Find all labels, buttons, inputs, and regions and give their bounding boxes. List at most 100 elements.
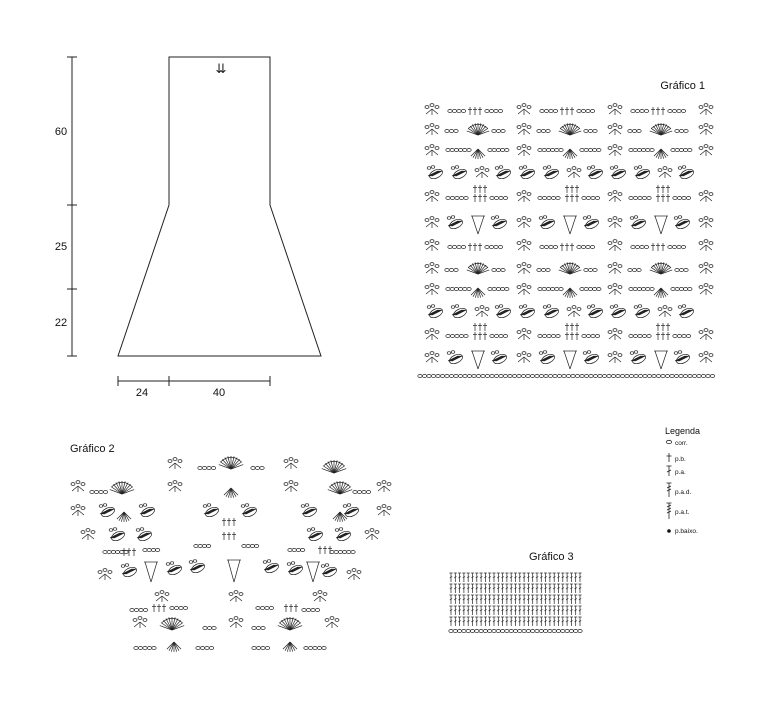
chain-stitches — [491, 129, 506, 133]
double-crochet-stitch — [479, 583, 483, 593]
picot-cluster — [516, 216, 532, 228]
double-crochet-stitch — [458, 594, 462, 604]
picot-cluster — [70, 480, 86, 492]
double-crochet-stitch — [470, 583, 475, 593]
double-crochet-stitch — [496, 572, 500, 582]
picot-cluster — [283, 480, 299, 492]
chain-stitches — [674, 268, 689, 272]
double-crochet-stitch — [483, 594, 487, 604]
shell-fan-stitch — [218, 456, 244, 470]
double-crochet-stitch — [574, 594, 578, 604]
picot-cluster — [516, 283, 532, 295]
single-crochet-stitches — [651, 107, 665, 115]
picot-cluster — [474, 166, 490, 178]
picot-cluster — [154, 590, 170, 602]
chain-stitches — [628, 334, 652, 338]
double-crochet-stitch — [501, 583, 505, 593]
popcorn-cluster — [120, 563, 137, 578]
chain-stitches — [672, 196, 692, 200]
double-crochet-stitch — [535, 583, 539, 593]
garment-outline — [117, 56, 322, 357]
single-crochet-stitches — [560, 107, 574, 115]
popcorn-cluster — [188, 559, 205, 574]
slip-stitch-symbol-icon — [667, 529, 671, 533]
chart-2-title: Gráfico 2 — [70, 443, 115, 455]
double-crochet-stitch — [574, 616, 578, 626]
chain-stitches — [537, 334, 561, 338]
chart-2-stitches — [70, 456, 392, 652]
popcorn-cluster — [135, 527, 152, 542]
double-crochet-stitch — [496, 605, 500, 615]
double-crochet-stitch — [492, 583, 496, 593]
legend-item: p.baixo. — [667, 528, 698, 535]
single-crochet-stitches — [468, 243, 482, 251]
chain-stitches — [448, 629, 583, 633]
double-crochet-stitch — [462, 572, 466, 582]
popcorn-cluster — [629, 350, 646, 365]
single-crochet-stitches — [473, 323, 487, 331]
chart-1-stitches — [417, 103, 716, 378]
picot-cluster — [607, 216, 623, 228]
double-crochet-stitch — [453, 616, 457, 626]
chain-stitches — [487, 148, 510, 152]
picot-cluster — [474, 305, 490, 317]
double-crochet-stitch — [458, 616, 462, 626]
double-crochet-stitch — [518, 594, 522, 604]
double-crochet-stitch — [539, 616, 543, 626]
shell-fan-stitch — [166, 641, 182, 652]
double-crochet-stitch — [574, 605, 578, 615]
chain-stitches — [142, 548, 161, 552]
stitch-chart-2: Gráfico 2 — [70, 443, 392, 652]
single-crochet-stitches — [560, 243, 574, 251]
single-crochet-stitches — [468, 107, 482, 115]
double-crochet-stitch — [462, 605, 466, 615]
popcorn-cluster — [586, 165, 603, 180]
double-crochet-stitch — [453, 594, 457, 604]
chain-stitches — [489, 334, 509, 338]
double-crochet-stitch — [492, 616, 496, 626]
picot-cluster — [698, 239, 714, 251]
picot-cluster — [424, 123, 440, 135]
single-crochet-stitches — [565, 323, 579, 331]
double-crochet-stitch — [513, 605, 518, 615]
v-stitch — [563, 215, 577, 235]
picot-cluster — [312, 590, 328, 602]
shell-fan-stitch — [653, 148, 669, 159]
double-crochet-stitch — [496, 594, 500, 604]
picot-cluster — [228, 590, 244, 602]
double-crochet-stitch — [526, 605, 530, 615]
double-crochet-stitch — [513, 583, 518, 593]
double-crochet-stitch — [565, 616, 569, 626]
popcorn-cluster — [494, 165, 511, 180]
chain-stitches — [352, 490, 372, 494]
double-crochet-stitch — [544, 583, 548, 593]
chain-stitches — [581, 196, 601, 200]
double-crochet-stitch — [488, 572, 492, 582]
chain-stitches — [445, 196, 469, 200]
double-crochet-stitch — [552, 616, 556, 626]
popcorn-cluster — [677, 165, 694, 180]
shell-fan-stitch — [109, 481, 135, 495]
chain-stitches — [445, 334, 469, 338]
single-crochet-stitches — [222, 518, 236, 526]
double-crochet-stitch — [526, 583, 530, 593]
picot-cluster — [698, 216, 714, 228]
double-crochet-stitch — [544, 572, 548, 582]
chain-stitches — [444, 129, 459, 133]
popcorn-cluster — [320, 563, 337, 578]
popcorn-cluster — [538, 350, 555, 365]
picot-cluster — [424, 328, 440, 340]
popcorn-cluster — [490, 350, 507, 365]
chain-stitches — [579, 287, 602, 291]
chain-stitches — [491, 268, 506, 272]
chain-stitches — [670, 287, 693, 291]
popcorn-cluster — [262, 559, 279, 574]
picot-cluster — [607, 328, 623, 340]
chain-stitches — [489, 196, 509, 200]
single-crochet-stitches — [656, 332, 670, 340]
double-crochet-stitch — [458, 572, 462, 582]
chart-1-title: Gráfico 1 — [660, 80, 705, 92]
double-crochet-stitch — [466, 594, 470, 604]
chain-stitches — [537, 196, 561, 200]
chain-symbol-icon — [666, 439, 673, 445]
